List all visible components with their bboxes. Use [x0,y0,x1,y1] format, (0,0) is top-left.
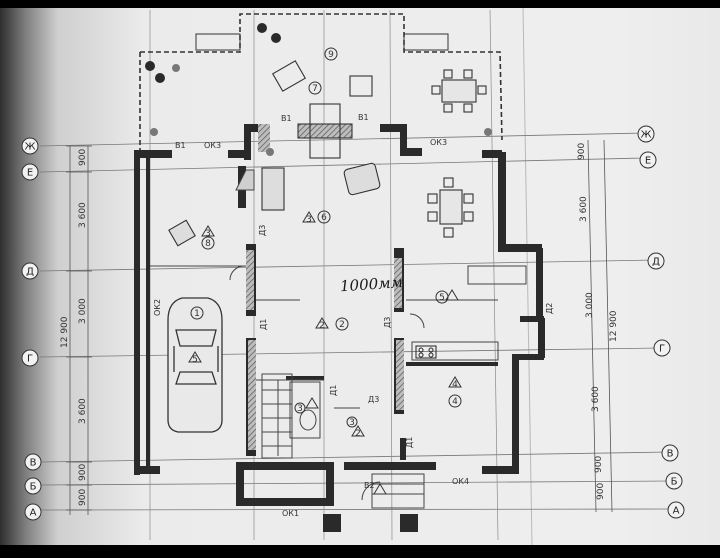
axis-marker-right-a [667,501,685,519]
fold-line [522,7,533,546]
dim-seg-right: 3 000 [585,292,595,318]
axis-label-right-g: Г [659,344,665,355]
axis-marker-left-zh [21,137,39,155]
plants [145,23,492,156]
axis-marker-left-d [21,262,39,280]
triangle-number: 4 [452,380,458,390]
label-v1: В1 [175,141,186,150]
right-dimension-chain [587,139,613,513]
furniture [168,60,487,359]
dim-seg-left: 3 600 [78,398,88,424]
room-number: 4 [452,397,458,407]
right-page-fold [522,8,720,545]
axis-label-right-zh: Ж [641,130,652,141]
axis-lines [39,132,673,511]
triangle-number: 2 [355,429,361,439]
room-number: 8 [205,239,211,249]
bottom-border [0,545,720,558]
dim-seg-right: 3 600 [591,386,601,412]
label-v1: В1 [358,113,369,122]
dim-seg-right: 900 [577,143,587,160]
label-ok2: ОК2 [153,299,162,316]
axis-label-left-zh: Ж [25,142,36,153]
dim-seg-right: 3 600 [579,196,589,222]
axis-marker-right-d [647,252,665,270]
axis-markers-left: Ж Е Д Г В Б А [21,137,42,521]
dim-seg-right: 900 [594,456,604,473]
room-number: 3 [297,404,303,414]
label-v2: В2 [364,481,375,490]
left-dimension-labels: 12 900 900 3 600 3 000 3 600 900 900 [60,149,88,506]
right-dimension-labels: 12 900 900 3 600 3 000 3 600 900 900 [577,143,619,500]
dim-seg-left: 900 [78,489,88,506]
dim-seg-left: 900 [78,149,88,166]
room-number: 7 [312,84,318,94]
room-number-terrace: 9 [328,50,334,60]
terrace [139,13,503,150]
label-ok4: ОК4 [452,477,469,486]
axis-label-left-e: Е [27,168,33,179]
car-icon [167,297,223,433]
axis-marker-left-a [24,503,42,521]
axis-label-left-g: Г [27,354,33,365]
label-d2: Д2 [545,303,554,314]
axis-marker-left-e [21,163,39,181]
label-d1: Д1 [405,437,414,448]
label-d3: Д3 [368,395,379,404]
dim-seg-left: 3 000 [78,298,88,324]
triangle-number: 3 [205,229,211,239]
axis-label-right-a: А [673,506,680,517]
room-number: 2 [339,320,345,330]
handwritten-note: 1000мм [339,273,403,295]
axis-marker-right-v [661,444,679,462]
label-ok1: ОК1 [282,509,299,518]
axis-marker-right-b [665,472,683,490]
room-number: 5 [439,293,445,303]
opening-labels: В1 ОК3 В1 В1 ОК3 Д3 Д3 Д3 Д1 Д1 ОК2 В2 О… [153,113,554,518]
triangle-number: 3 [306,215,312,225]
dim-seg-right: 900 [596,483,606,500]
triangle-number: 5 [192,355,198,365]
room-number: 6 [321,213,327,223]
axis-label-left-d: Д [26,267,34,278]
label-d1: Д1 [329,385,338,396]
axis-label-right-v: В [667,449,674,460]
axis-label-right-d: Д [652,257,660,268]
room-markers: 9 1 2 3 4 5 6 7 8 2 3 4 5 2 3 3 [188,47,462,495]
hatched-columns [246,123,418,532]
triangle-number: 2 [319,321,325,331]
label-ok3: ОК3 [204,141,221,150]
label-d1: Д1 [259,319,268,330]
label-d3: Д3 [258,225,267,236]
dim-total-right: 12 900 [609,310,619,342]
dim-seg-left: 3 600 [78,202,88,228]
axis-label-left-b: Б [30,482,37,493]
axis-marker-left-b [24,477,42,495]
top-border [0,0,720,8]
label-v1: В1 [281,114,292,123]
axis-marker-left-g [21,349,39,367]
axis-label-left-a: А [30,508,37,519]
room-number: 3 [349,418,355,428]
interior-lines [150,169,527,509]
axis-markers-right: Ж Е Д Г В Б А [637,125,685,519]
room-number: 1 [194,309,200,319]
label-d3: Д3 [383,317,392,328]
axis-label-right-b: Б [671,477,678,488]
axis-label-left-v: В [30,458,37,469]
dim-seg-left: 900 [78,464,88,481]
axis-marker-left-v [24,453,42,471]
dim-total-left: 12 900 [60,316,70,348]
axis-label-right-e: Е [645,156,651,167]
axis-marker-right-e [639,151,657,169]
axis-marker-right-g [653,339,671,357]
axis-marker-right-zh [637,125,655,143]
label-ok3: ОК3 [430,138,447,147]
left-dimension-chain [66,145,92,515]
